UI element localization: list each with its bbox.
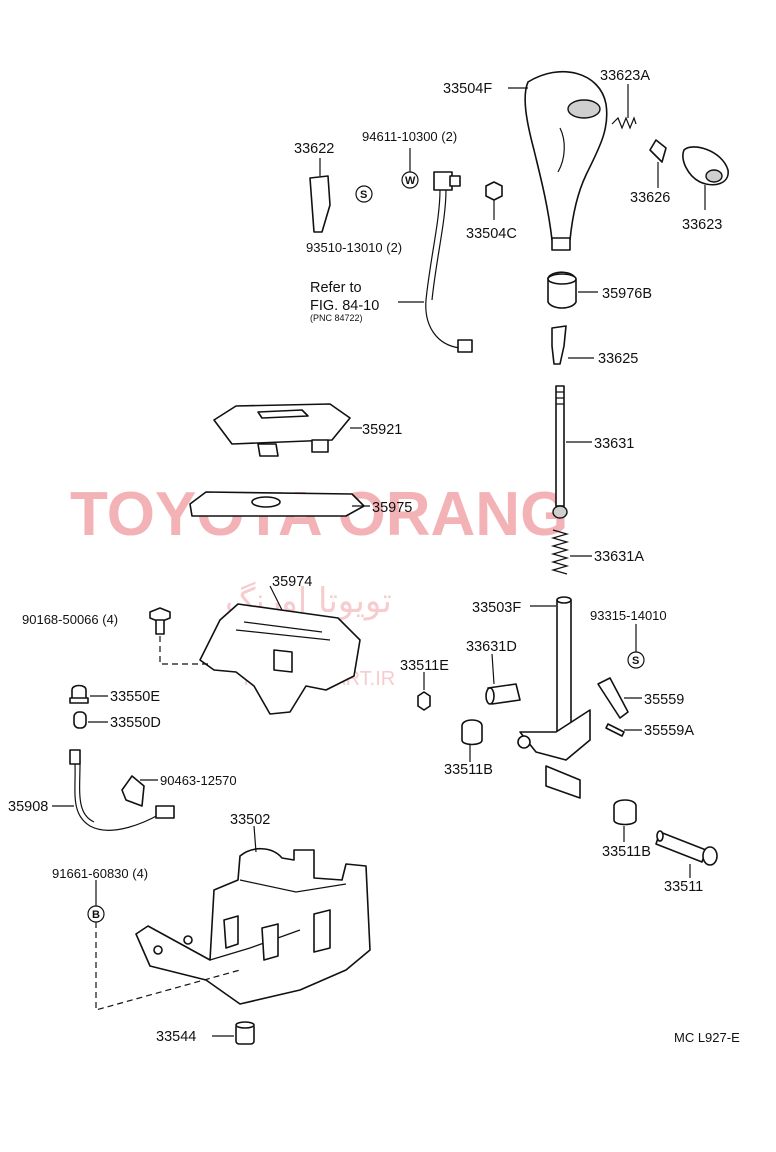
label-93510-13010: 93510-13010 (2) — [306, 240, 402, 255]
label-35974: 35974 — [272, 574, 312, 590]
label-33622: 33622 — [294, 141, 334, 157]
screw-33504C — [485, 181, 503, 220]
label-33623: 33623 — [682, 217, 722, 233]
label-35559A: 35559A — [644, 723, 694, 739]
label-33502: 33502 — [230, 812, 270, 828]
ref-line3: (PNC 84722) — [310, 313, 363, 323]
label-33544: 33544 — [156, 1029, 196, 1045]
clamp-90463 — [121, 775, 145, 807]
footer-code: MC L927-E — [674, 1030, 740, 1045]
bolt-33631D — [485, 683, 521, 705]
label-33550D: 33550D — [110, 715, 161, 731]
label-33631: 33631 — [594, 436, 634, 452]
plate-35975 — [189, 491, 365, 517]
label-33511: 33511 — [664, 879, 703, 895]
label-33504C: 33504C — [466, 226, 517, 242]
label-33625: 33625 — [598, 351, 638, 367]
plate-35559 — [597, 677, 629, 719]
label-33511B-left: 33511B — [444, 762, 493, 778]
lever-33503F — [517, 596, 591, 799]
label-90168-50066: 90168-50066 (4) — [22, 612, 118, 627]
button-33623 — [682, 146, 729, 210]
pin-33511 — [655, 830, 718, 866]
label-33550E: 33550E — [110, 689, 160, 705]
label-33503F: 33503F — [472, 600, 521, 616]
bulb-33550D — [73, 711, 87, 729]
rod-33631 — [552, 385, 568, 519]
pin-33625 — [551, 325, 567, 365]
shift-knob — [524, 70, 608, 251]
spring-small — [611, 84, 637, 130]
label-35975: 35975 — [372, 500, 412, 516]
label-94611-10300: 94611-10300 (2) — [362, 129, 457, 144]
ref-line1: Refer to — [310, 280, 362, 296]
spring-33631A — [550, 529, 570, 575]
svg-text:B: B — [92, 909, 100, 921]
bushing-33511B-left — [461, 719, 483, 746]
svg-text:W: W — [405, 175, 416, 187]
pin-35559A — [605, 723, 625, 737]
bushing-33544 — [235, 1021, 255, 1045]
screw-90168 — [149, 607, 171, 635]
label-35559: 35559 — [644, 692, 684, 708]
nut-33511E — [417, 691, 431, 711]
switch-wire — [425, 171, 473, 353]
label-93315-14010: 93315-14010 — [590, 608, 667, 623]
bushing-35976B — [547, 271, 577, 309]
svg-text:S: S — [360, 189, 367, 201]
bushing-33511B-right — [613, 799, 637, 826]
label-33626: 33626 — [630, 190, 670, 206]
label-90463-12570: 90463-12570 — [160, 773, 237, 788]
wire-harness-35908 — [69, 749, 175, 831]
label-33623A: 33623A — [600, 68, 650, 84]
bracket-33502 — [135, 847, 371, 1005]
label-35976B: 35976B — [602, 286, 652, 302]
s-badge-93510 — [355, 185, 373, 203]
label-33631D: 33631D — [466, 639, 517, 655]
clip-33626 — [649, 139, 667, 188]
label-33504F: 33504F — [443, 81, 492, 97]
plate-33622 — [309, 158, 331, 233]
svg-text:S: S — [632, 655, 639, 667]
label-91661-60830: 91661-60830 (4) — [52, 866, 148, 881]
ref-line2: FIG. 84-10 — [310, 298, 379, 314]
label-33511E: 33511E — [400, 658, 449, 674]
label-35921: 35921 — [362, 422, 402, 438]
label-33631A: 33631A — [594, 549, 644, 565]
label-33511B-right: 33511B — [602, 844, 651, 860]
cover-35921 — [213, 403, 351, 457]
label-35908: 35908 — [8, 799, 48, 815]
housing-35974 — [199, 603, 361, 715]
bulb-33550E — [69, 684, 89, 704]
